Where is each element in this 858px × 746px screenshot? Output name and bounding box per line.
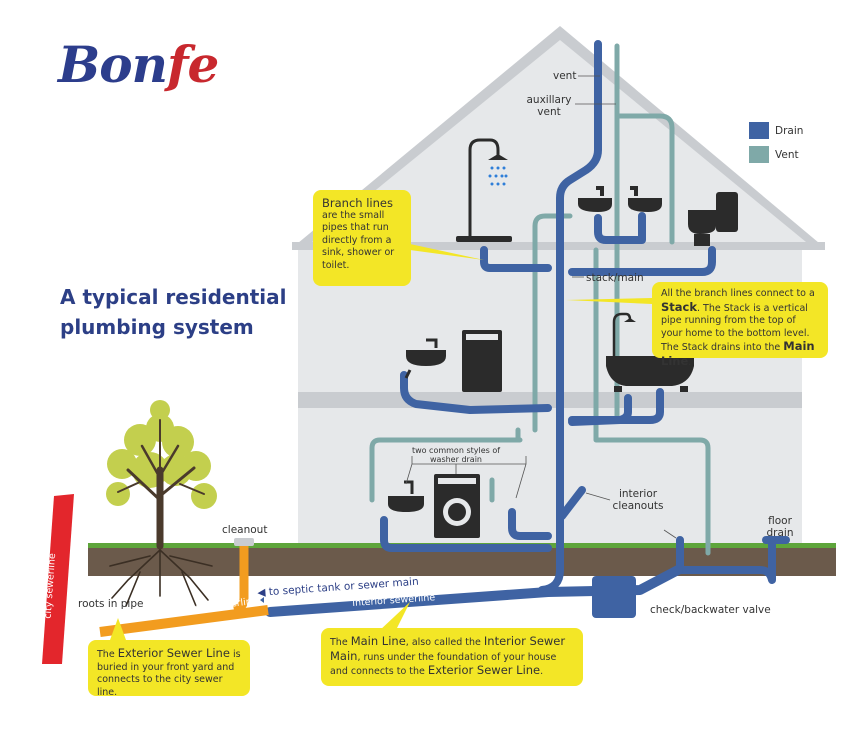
main-callout-pre: The (330, 637, 348, 648)
legend-vent-swatch (749, 146, 769, 163)
washer-drain-note: two common styles of washer drain (411, 446, 501, 464)
toilet-icon (688, 192, 738, 246)
stack-callout-mid: . The Stack is a vertical pipe running f… (661, 302, 810, 354)
branch-washer-left (380, 516, 552, 552)
branch-callout-body: are the small pipes that run directly fr… (322, 209, 395, 271)
cleanout-pipe (232, 544, 249, 615)
leader-lines (405, 75, 677, 539)
exterior-callout-body: is buried in your front yard and connect… (97, 649, 241, 698)
vent-label: vent (553, 70, 577, 82)
cleanout-label: cleanout (222, 524, 268, 536)
diagram-title: A typical residential plumbing system (60, 285, 287, 339)
branch-toilet (568, 246, 716, 276)
exterior-sewer-line (99, 605, 269, 637)
branch-callout-pointer (410, 244, 484, 260)
check-valve-label: check/backwater valve (650, 604, 771, 616)
branch-laundry (400, 371, 552, 414)
main-line-callout: The Main Line, also called the Interior … (321, 628, 583, 686)
main-callout-term2: Interior Sewer Main (330, 634, 566, 663)
roof-gable (312, 40, 806, 242)
stack-callout-term2: Main Line (661, 339, 815, 368)
stack-callout-pre: All the branch lines connect to a (661, 288, 815, 299)
tree (106, 400, 217, 607)
cleanout-interior (558, 486, 586, 520)
branch-lines-callout: Branch lines are the small pipes that ru… (313, 190, 411, 286)
main-callout-pointer (380, 602, 410, 630)
vent-lower-right (593, 407, 711, 556)
main-callout-mid2: , runs under the foundation of your hous… (330, 651, 557, 678)
check-valve (592, 576, 636, 618)
cleanout-cap (234, 538, 254, 546)
main-callout-term1: Main Line (350, 634, 406, 648)
stack-callout-term1: Stack (661, 299, 698, 314)
stack-callout: All the branch lines connect to a Stack.… (652, 282, 828, 368)
branch-tub2 (568, 388, 664, 424)
exterior-callout-pointer (110, 618, 126, 640)
branch-sink-upper (594, 212, 646, 244)
legend-vent-label: Vent (775, 149, 799, 161)
vent-left-upper (532, 213, 573, 433)
laundry-sink-icon (404, 338, 446, 379)
branch-shower (480, 246, 552, 272)
logo-part-blue: Bon (58, 35, 168, 94)
stack-callout-post: . (688, 356, 692, 368)
legend-drain-swatch (749, 122, 769, 139)
interior-cleanouts-label: interior cleanouts (612, 488, 664, 512)
fixtures (388, 138, 738, 538)
tree-roots (109, 549, 213, 607)
bathroom-sinks-icon (578, 186, 662, 212)
branch-washer-right (508, 508, 552, 540)
branch-callout-title: Branch lines (322, 196, 393, 210)
floor-drain-pipe (676, 536, 776, 584)
brand-logo: Bonfe (58, 40, 219, 90)
stack-upper (556, 40, 602, 424)
washer-lower-icon (434, 474, 480, 538)
direction-arrow (260, 597, 264, 603)
vent-lower-left (369, 437, 523, 503)
bathtub-icon (606, 312, 694, 392)
main-callout-mid1: , also called the (405, 637, 481, 648)
shower-icon (456, 138, 512, 242)
floor-drain-label: floor drain (766, 515, 794, 539)
vent-branch-upper (614, 113, 675, 245)
main-callout-term3: Exterior Sewer Line (427, 663, 541, 677)
tree-trunk (117, 419, 205, 550)
exterior-sewer-callout: The Exterior Sewer Line is buried in you… (88, 640, 250, 698)
city-sewer-line (42, 494, 74, 664)
stack-callout-pointer (566, 298, 652, 304)
washer-upper-icon (462, 330, 502, 392)
auxiliary-vent-label: auxillary vent (526, 94, 572, 118)
logo-part-red: fe (166, 35, 219, 94)
stack-main-label: stack/main (586, 272, 644, 284)
legend-drain-label: Drain (775, 125, 804, 137)
main-callout-post: . (540, 666, 544, 677)
roots-in-pipe-label: roots in pipe (78, 598, 144, 610)
exterior-callout-term1: Exterior Sewer Line (117, 646, 230, 660)
exterior-callout-pre: The (97, 649, 115, 660)
